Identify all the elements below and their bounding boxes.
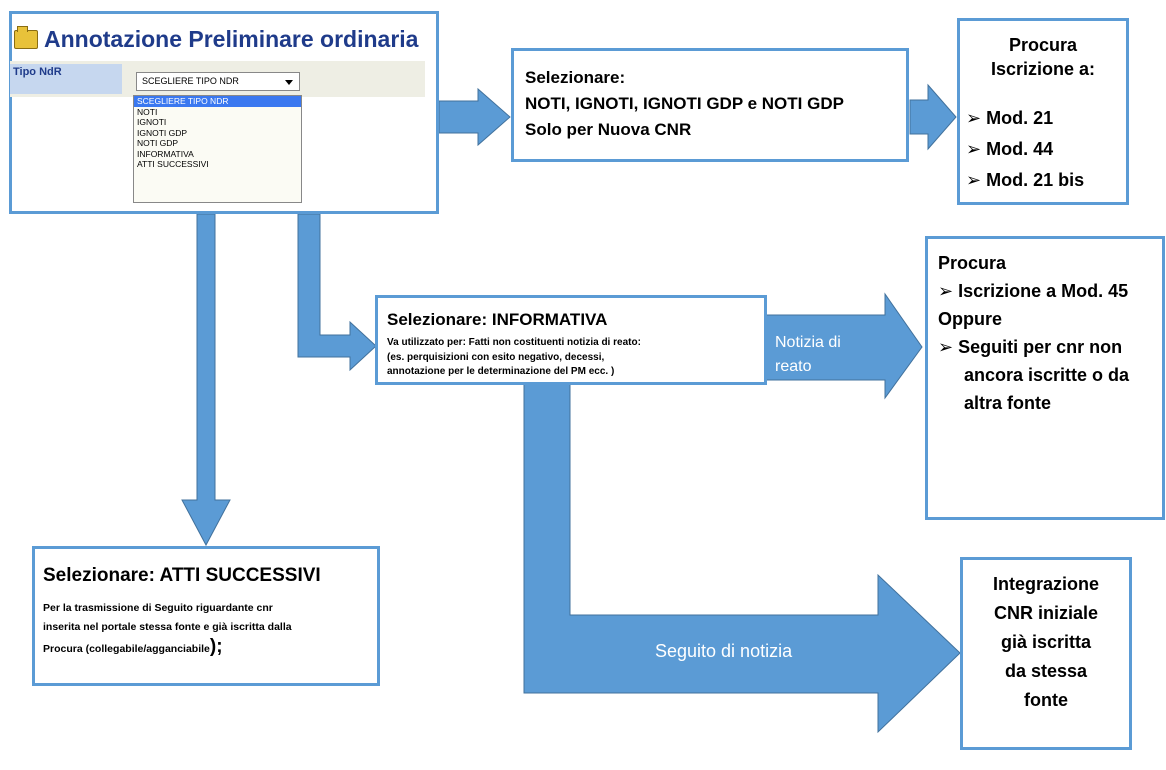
arrow-seguito-notizia	[523, 355, 961, 734]
atti-title: Selezionare: ATTI SUCCESSIVI	[43, 565, 321, 586]
informativa-line-3: annotazione per le determinazione del PM…	[387, 366, 615, 377]
atti-line-3-text: Procura (collegabile/agganciabile	[43, 643, 210, 655]
arrow-notizia-reato	[765, 292, 923, 400]
procura-mid-item-1: ➢ Iscrizione a Mod. 45	[938, 277, 1129, 305]
informativa-line-1: Va utilizzato per: Fatti non costituenti…	[387, 337, 641, 348]
procura-top-title: Procura	[1008, 35, 1078, 55]
screenshot-title: Annotazione Preliminare ordinaria	[14, 26, 418, 53]
procura-top-item-3: ➢ Mod. 21 bis	[966, 165, 1084, 196]
bullet-arrow-icon: ➢	[938, 281, 959, 301]
atti-body: Per la trasmissione di Seguito riguardan…	[43, 599, 292, 659]
arrow-to-noti	[438, 87, 511, 147]
seguito-notizia-label: Seguito di notizia	[655, 641, 793, 661]
tipo-ndr-select[interactable]: SCEGLIERE TIPO NDR	[136, 72, 300, 91]
informativa-body: Va utilizzato per: Fatti non costituenti…	[387, 336, 641, 380]
atti-line-3: Procura (collegabile/agganciabile);	[43, 637, 292, 659]
box-noti: Selezionare: NOTI, IGNOTI, IGNOTI GDP e …	[511, 48, 909, 162]
notizia-reato-line-1: Notizia di	[775, 334, 841, 351]
atti-line-2: inserita nel portale stessa fonte e già …	[43, 621, 292, 633]
procura-mid-item-2: ➢ Seguiti per cnr non	[938, 333, 1129, 361]
tipo-ndr-select-value: SCEGLIERE TIPO NDR	[142, 76, 239, 86]
procura-mid-title: Procura	[938, 253, 1007, 273]
box-noti-line-2: NOTI, IGNOTI, IGNOTI GDP e NOTI GDP	[525, 94, 844, 113]
option-atti-successivi[interactable]: ATTI SUCCESSIVI	[137, 159, 209, 169]
option-ignoti-gdp[interactable]: IGNOTI GDP	[137, 127, 188, 138]
box-procura-top: Procura Iscrizione a: ➢ Mod. 21 ➢ Mod. 4…	[957, 18, 1129, 205]
screenshot-title-text: Annotazione Preliminare ordinaria	[44, 26, 419, 52]
procura-top-item-1: ➢ Mod. 21	[966, 103, 1084, 134]
tipo-ndr-options: SCEGLIERE TIPO NDR NOTI IGNOTI IGNOTI GD…	[133, 95, 302, 203]
arrow-to-atti	[181, 213, 231, 547]
box-atti-successivi: Selezionare: ATTI SUCCESSIVI Per la tras…	[32, 546, 380, 686]
box-informativa: Selezionare: INFORMATIVA Va utilizzato p…	[375, 295, 767, 385]
procura-top-item-3-text: Mod. 21 bis	[986, 170, 1085, 190]
option-scegliere[interactable]: SCEGLIERE TIPO NDR	[134, 96, 301, 107]
option-informativa[interactable]: INFORMATIVA	[137, 148, 194, 159]
box-integrazione: Integrazione CNR iniziale già iscritta d…	[960, 557, 1132, 750]
procura-top-item-2: ➢ Mod. 44	[966, 134, 1084, 165]
procura-mid-item-2-line-1: Seguiti per cnr non	[958, 337, 1123, 357]
integrazione-text: Integrazione CNR iniziale già iscritta d…	[963, 570, 1129, 715]
procura-top-item-1-text: Mod. 21	[986, 108, 1054, 128]
arrow-to-procura-top	[909, 83, 957, 151]
chevron-down-icon	[285, 80, 293, 85]
box-noti-line-1: Selezionare:	[525, 68, 626, 87]
atti-line-1: Per la trasmissione di Seguito riguardan…	[43, 602, 273, 614]
bullet-arrow-icon: ➢	[938, 337, 959, 357]
integrazione-line-2: CNR iniziale	[993, 603, 1099, 623]
bullet-arrow-icon: ➢	[966, 170, 987, 190]
procura-mid-body: Procura ➢ Iscrizione a Mod. 45 Oppure ➢ …	[938, 249, 1129, 417]
procura-mid-oppure: Oppure	[938, 309, 1003, 329]
informativa-title: Selezionare: INFORMATIVA	[387, 310, 608, 329]
option-noti[interactable]: NOTI	[137, 106, 158, 117]
procura-top-heading: Procura Iscrizione a:	[960, 33, 1126, 81]
integrazione-line-4: da stessa	[1004, 661, 1088, 681]
box-procura-mid: Procura ➢ Iscrizione a Mod. 45 Oppure ➢ …	[925, 236, 1165, 520]
procura-mid-item-2-line-2: ancora iscritte o da	[964, 365, 1130, 385]
notizia-reato-line-2: reato	[775, 358, 812, 375]
option-noti-gdp[interactable]: NOTI GDP	[137, 138, 179, 148]
informativa-line-2: (es. perquisizioni con esito negativo, d…	[387, 351, 605, 363]
bullet-arrow-icon: ➢	[966, 108, 987, 128]
bullet-arrow-icon: ➢	[966, 139, 987, 159]
atti-line-3-trailing: );	[209, 636, 223, 657]
integrazione-line-1: Integrazione	[992, 574, 1099, 594]
option-ignoti[interactable]: IGNOTI	[137, 117, 167, 127]
procura-mid-item-1-text: Iscrizione a Mod. 45	[958, 281, 1129, 301]
integrazione-line-5: fonte	[1024, 690, 1068, 710]
integrazione-line-3: già iscritta	[1000, 632, 1092, 652]
arrow-to-informativa	[297, 213, 377, 372]
procura-top-item-2-text: Mod. 44	[986, 139, 1054, 159]
procura-mid-item-2-line-3: altra fonte	[964, 393, 1052, 413]
notizia-reato-label: Notizia di reato	[775, 331, 841, 379]
box-noti-line-3: Solo per Nuova CNR	[525, 120, 692, 139]
procura-top-subtitle: Iscrizione a:	[990, 59, 1096, 79]
procura-top-list: ➢ Mod. 21 ➢ Mod. 44 ➢ Mod. 21 bis	[966, 103, 1084, 196]
box-noti-text: Selezionare: NOTI, IGNOTI, IGNOTI GDP e …	[525, 65, 844, 143]
tipo-ndr-label: Tipo NdR	[10, 64, 122, 94]
folder-icon	[14, 26, 38, 49]
